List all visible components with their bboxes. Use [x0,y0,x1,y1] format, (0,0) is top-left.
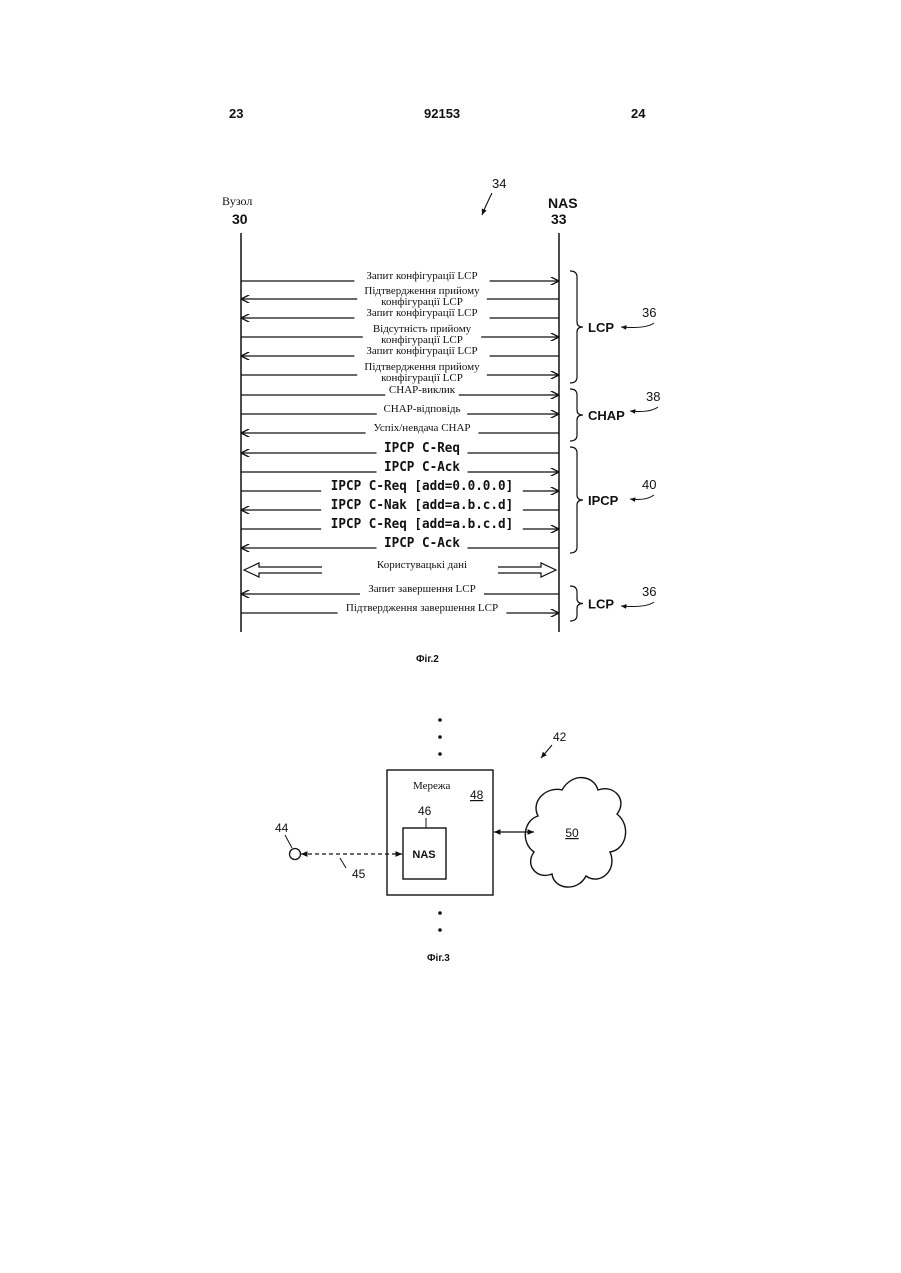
nas-box-label: NAS [412,849,435,861]
reference-arrow [630,495,654,500]
message-label: конфігурації LCP [381,372,463,384]
phase-label: IPCP [588,493,619,508]
fig2-sequence-diagram: Вузол 30 NAS 33 34 Запит конфігурації LC… [222,176,660,665]
message-arrow: Запит конфігурації LCP [241,307,559,321]
network-reference: 48 [470,788,484,802]
message-arrow: Підтвердження прийомуконфігурації LCP [241,361,559,385]
phase-reference-number: 40 [642,477,656,492]
message-arrow: Підтвердження завершення LCP [241,602,559,616]
message-label: IPCP C-Req [384,441,460,456]
phase-bracket: LCP 36 [570,584,656,621]
message-arrow: IPCP C-Req [241,441,559,456]
message-arrow: IPCP C-Ack [241,536,559,551]
message-arrow: Успіх/невдача CHAP [241,422,559,436]
reference-arrow [621,602,654,607]
phase-brackets: LCP36CHAP38IPCP40LCP36 [570,271,660,621]
message-arrow: Запит конфігурації LCP [241,345,559,359]
cloud-reference: 50 [565,826,579,840]
phase-label: LCP [588,320,614,335]
phase-label: LCP [588,597,614,612]
node-reference-leader [285,835,292,848]
message-arrow: IPCP C-Nak [add=a.b.c.d] [241,498,559,513]
node-reference: 44 [275,821,289,835]
message-arrow: Запит конфігурації LCP [241,270,559,284]
message-label: Успіх/невдача CHAP [373,422,470,434]
message-label: CHAP-відповідь [383,403,460,415]
system-reference-arrow [541,745,552,758]
node-number: 30 [232,211,248,227]
message-arrow: CHAP-відповідь [241,403,559,417]
phase-bracket: IPCP 40 [570,447,656,553]
remote-node-circle [290,849,301,860]
message-label: IPCP C-Req [add=0.0.0.0] [331,479,513,494]
message-arrow: Відсутність прийомуконфігурації LCP [241,323,559,347]
message-arrows: Запит конфігурації LCPПідтвердження прий… [241,270,559,616]
phase-label: CHAP [588,408,625,423]
message-arrow: CHAP-виклик [241,384,559,398]
curly-brace [570,447,583,553]
message-label: IPCP C-Ack [384,460,460,475]
link-reference-leader [340,858,346,868]
nas-title: NAS [548,195,578,211]
message-arrow: IPCP C-Req [add=0.0.0.0] [241,479,559,494]
nas-reference: 46 [418,804,432,818]
fig2-reference-number: 34 [492,176,506,191]
message-arrow: IPCP C-Req [add=a.b.c.d] [241,517,559,532]
message-label: Запит конфігурації LCP [366,270,477,282]
message-label: Підтвердження завершення LCP [346,602,498,614]
ellipsis-dot [438,718,442,722]
message-label: IPCP C-Req [add=a.b.c.d] [331,517,513,532]
ellipsis-dot [438,911,442,915]
message-label: Запит конфігурації LCP [366,307,477,319]
ellipsis-dot [438,928,442,932]
reference-arrow [630,407,658,412]
link-reference: 45 [352,867,366,881]
network-label: Мережа [413,780,451,792]
message-label: CHAP-виклик [389,384,456,396]
message-arrow: Користувацькі дані [244,559,556,579]
message-label: Запит завершення LCP [368,583,475,595]
fig3-caption: Фіг.3 [427,953,450,964]
message-label: Користувацькі дані [377,559,467,571]
nas-number: 33 [551,211,567,227]
fig2-caption: Фіг.2 [416,654,439,665]
curly-brace [570,271,583,383]
curly-brace [570,586,583,621]
ellipsis-dot [438,752,442,756]
phase-reference-number: 36 [642,584,656,599]
system-reference-number: 42 [553,730,567,744]
message-arrow: Запит завершення LCP [241,583,559,597]
message-label: IPCP C-Nak [add=a.b.c.d] [331,498,513,513]
message-label: IPCP C-Ack [384,536,460,551]
phase-reference-number: 36 [642,305,656,320]
reference-arrow [621,323,654,328]
ellipsis-dot [438,735,442,739]
phase-bracket: CHAP 38 [570,389,660,441]
fig2-reference-arrow [482,193,492,215]
message-label: Запит конфігурації LCP [366,345,477,357]
phase-bracket: LCP 36 [570,271,656,383]
phase-reference-number: 38 [646,389,660,404]
node-title: Вузол [222,194,252,208]
curly-brace [570,389,583,441]
message-arrow: Підтвердження прийомуконфігурації LCP [241,285,559,309]
fig3-network-diagram: 42 Мережа 48 46 NAS 44 45 50 Фіг.3 [275,718,626,964]
message-arrow: IPCP C-Ack [241,460,559,475]
